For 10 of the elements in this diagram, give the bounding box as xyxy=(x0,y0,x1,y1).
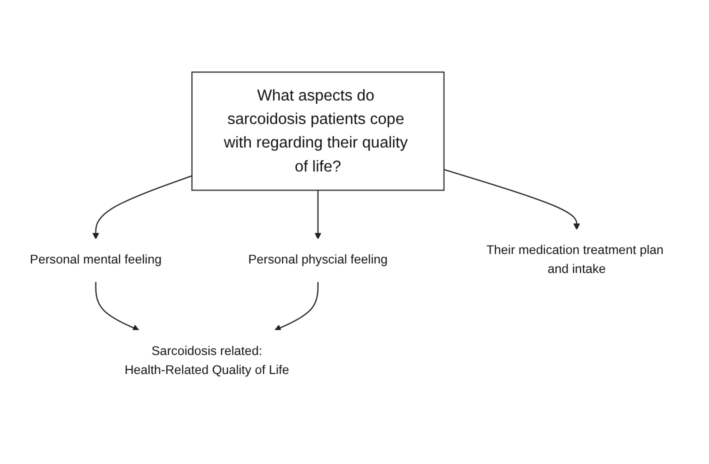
arrow xyxy=(95,282,140,332)
node-text: Their medication treatment plan and intake xyxy=(486,244,664,276)
node-text: Personal mental feeling xyxy=(30,253,162,267)
arrow xyxy=(92,175,192,240)
arrow xyxy=(274,282,319,332)
node-text: Sarcoidosis related: Health-Related Quality of Life xyxy=(124,344,290,377)
node-box: What aspects do sarcoidosis patients cope with regarding their quality of life? xyxy=(191,72,445,191)
arrow xyxy=(444,168,580,230)
node-text: Personal physcial feeling xyxy=(248,253,388,267)
arrow xyxy=(314,190,322,240)
